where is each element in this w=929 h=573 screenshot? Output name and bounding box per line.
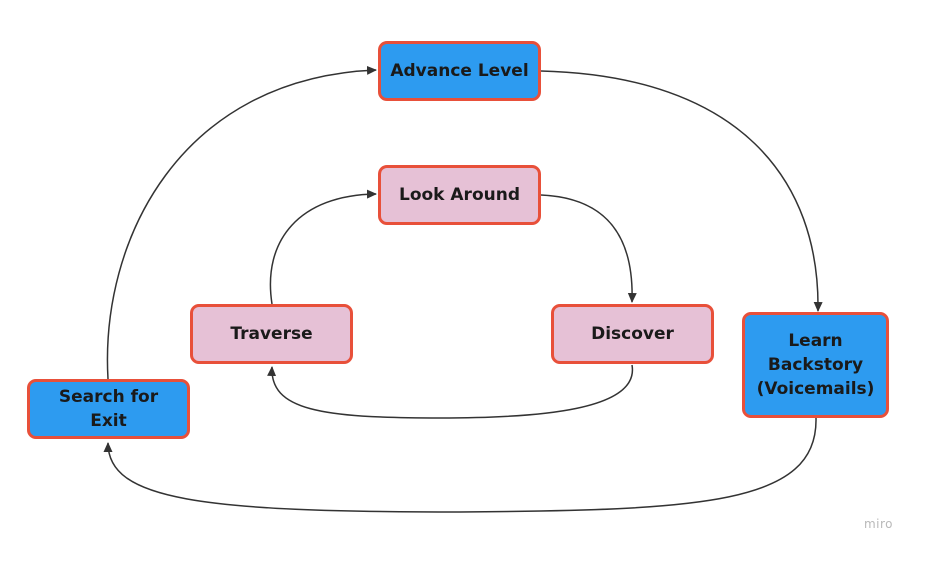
edge-search-for-exit-to-advance-level xyxy=(106,65,377,380)
node-traverse[interactable]: Traverse xyxy=(190,304,353,364)
node-learn-backstory-line-1: Learn xyxy=(788,331,843,351)
node-learn-backstory-line-3: (Voicemails) xyxy=(756,379,875,399)
edge-discover-to-traverse xyxy=(267,364,634,419)
node-discover-label: Discover xyxy=(591,324,674,344)
node-discover[interactable]: Discover xyxy=(551,304,714,364)
edge-traverse-to-look-around xyxy=(269,189,377,305)
node-advance-level-label: Advance Level xyxy=(390,61,529,81)
node-learn-backstory-line-2: Backstory xyxy=(767,355,864,375)
miro-watermark: miro xyxy=(863,517,893,531)
node-look-around[interactable]: Look Around xyxy=(378,165,541,225)
node-traverse-label: Traverse xyxy=(230,324,313,344)
edge-learn-backstory-to-search-for-exit xyxy=(103,417,817,513)
node-search-for-exit[interactable]: Search for Exit xyxy=(27,379,190,439)
node-look-around-label: Look Around xyxy=(398,185,520,205)
edge-look-around-to-discover xyxy=(540,194,637,303)
node-search-for-exit-label: Search for Exit xyxy=(58,387,159,431)
node-learn-backstory[interactable]: Learn Backstory (Voicemails) xyxy=(742,312,889,418)
node-advance-level[interactable]: Advance Level xyxy=(378,41,541,101)
edge-advance-level-to-learn-backstory xyxy=(540,70,823,312)
